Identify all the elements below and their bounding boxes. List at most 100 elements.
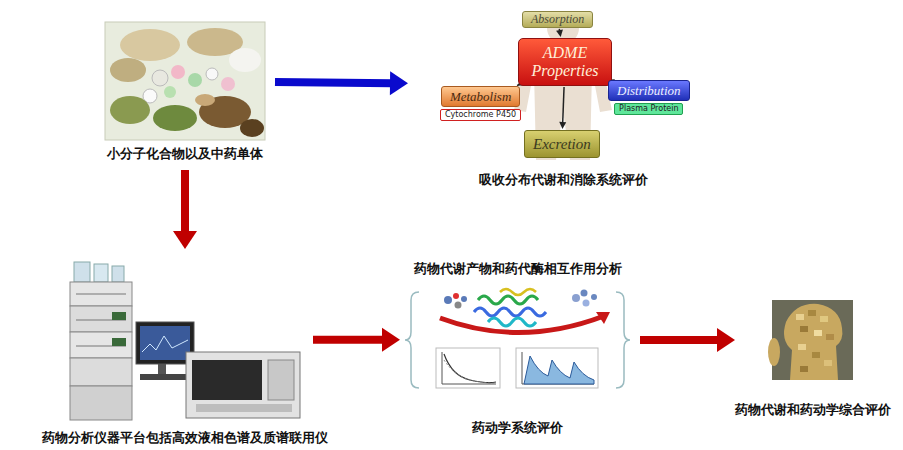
instrument-photo-part (76, 294, 126, 295)
pk-plots-part (524, 356, 594, 384)
arrow-head (390, 71, 408, 95)
enzyme-picture-part (581, 290, 588, 297)
instrument-photo-part (112, 312, 126, 320)
arrow-shaft (181, 170, 189, 233)
compound-photo-part (188, 73, 202, 87)
instrument-photo (70, 262, 300, 420)
pk-plots-part (442, 384, 496, 385)
instrument-photo-part (140, 374, 188, 380)
instrument-photo-part (70, 386, 132, 420)
instrument-photo-part (94, 264, 108, 282)
compound-photo-part (195, 94, 215, 106)
pk-plots-part (444, 354, 496, 383)
red-arrow (313, 328, 400, 352)
stage-label: Absorption (522, 11, 593, 28)
compound-photo-part (105, 22, 265, 140)
instrument-photo-part (186, 352, 300, 418)
caption: 药物分析仪器平台包括高效液相色谱及质谱联用仪 (42, 430, 328, 445)
compound-photo-part (221, 77, 235, 91)
instrument-photo-part (268, 360, 294, 400)
enzyme-picture-part (455, 302, 462, 309)
caption: 药动学系统评价 (472, 420, 563, 435)
caption: 药物代谢和药动学综合评价 (735, 402, 891, 417)
enzyme-picture-part (444, 296, 452, 304)
instrument-photo-part (136, 322, 194, 364)
enzyme-picture-part (572, 294, 580, 302)
enzyme-picture-part (583, 300, 590, 307)
pk-plots-part (442, 352, 443, 384)
pk-plots-part (436, 348, 500, 388)
enzyme-picture-part (591, 294, 597, 300)
caption: 药物代谢产物和药代酶相互作用分析 (414, 261, 622, 276)
enzyme-picture-part (440, 316, 604, 333)
arrow-head (556, 30, 563, 37)
adme-box: ADME Properties (518, 38, 612, 86)
enzyme-picture-part (500, 289, 536, 295)
instrument-photo-part (70, 332, 132, 358)
arrow-head (559, 122, 566, 129)
bracket-part (616, 292, 630, 388)
head-picture-part (814, 330, 822, 336)
instrument-photo-part (112, 266, 124, 282)
instrument-photo-part (74, 262, 90, 282)
stage-label: Excretion (524, 130, 600, 158)
stage-label: Distribution (608, 80, 690, 101)
enzyme-picture-part (478, 296, 538, 304)
stage-tag: Cytochrome P450 (440, 109, 521, 121)
enzyme-picture-part (596, 312, 610, 324)
red-arrow (640, 328, 735, 352)
head-picture-part (826, 334, 834, 340)
distribution-box: DistributionPlasma Protein (608, 80, 690, 115)
flow-arrow (556, 29, 563, 37)
instrument-photo-part (158, 364, 166, 374)
head-picture-part (824, 360, 832, 366)
compound-photo-part (164, 86, 176, 98)
caption: 吸收分布代谢和消除系统评价 (479, 172, 648, 187)
red-arrow (173, 170, 197, 249)
instrument-photo-part (70, 358, 132, 386)
compound-photo-part (110, 58, 146, 82)
metabolism-box: MetabolismCytochrome P450 (440, 86, 521, 121)
head-picture-part (798, 344, 806, 350)
flow-arrow (559, 87, 566, 129)
compound-photo-part (171, 65, 185, 79)
instrument-photo-part (140, 326, 190, 360)
compound-photo-part (206, 68, 218, 80)
pk-plots-part (516, 348, 598, 388)
adme-node: 吸收分布代谢和消除系统评价AbsorptionADME PropertiesMe… (438, 8, 688, 162)
arrow-head (382, 328, 400, 352)
enzyme-picture-part (453, 293, 459, 299)
head-picture (768, 300, 853, 380)
arrow-head (173, 231, 197, 249)
compound-photo-part (110, 96, 150, 124)
arrow-head (717, 328, 735, 352)
enzyme-picture (440, 289, 610, 333)
instrument-photo-part (70, 306, 132, 332)
compound-photo-part (240, 119, 264, 137)
head-picture-part (800, 366, 808, 372)
pk-plots-part (522, 352, 523, 384)
head-picture-part (772, 300, 853, 380)
instrument-photo-part (192, 360, 262, 400)
stage-label: ADME Properties (518, 38, 612, 86)
head-picture-part (796, 314, 804, 320)
stage-tag: Plasma Protein (614, 103, 683, 115)
excretion-box: Excretion (524, 130, 600, 158)
pk-plots (436, 348, 598, 388)
bracket (405, 292, 630, 388)
compound-photo (105, 22, 265, 140)
compound-photo-part (229, 48, 261, 72)
arrow-shaft (640, 336, 719, 344)
instrument-photo-part (70, 282, 132, 306)
compound-photo-part (153, 105, 197, 131)
enzyme-picture-part (488, 318, 536, 326)
instrument-node: 药物分析仪器平台包括高效液相色谱及质谱联用仪 (65, 257, 305, 422)
instrument-photo-part (142, 336, 188, 352)
stage-label: Metabolism (441, 86, 520, 107)
absorption-box: Absorption (522, 11, 593, 28)
enzyme-picture-part (474, 308, 546, 316)
caption: 小分子化合物以及中药单体 (107, 146, 263, 161)
head-picture-part (768, 338, 780, 366)
